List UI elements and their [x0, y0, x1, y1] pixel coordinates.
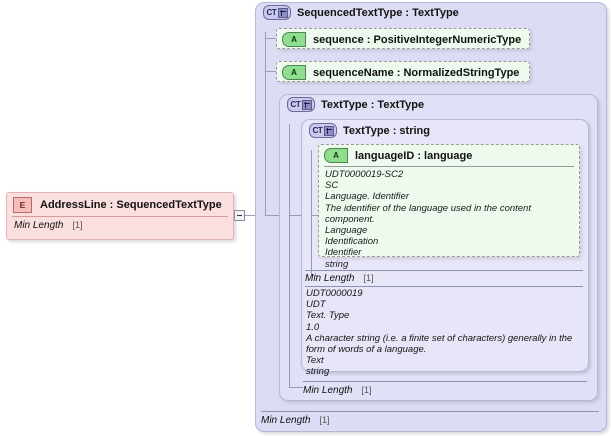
attribute-node-sequence[interactable]: A sequence : PositiveIntegerNumericType	[276, 28, 530, 49]
element-divider	[12, 216, 228, 217]
attribute-sequencename-header: A sequenceName : NormalizedStringType	[277, 62, 529, 82]
annotation-line: A character string (i.e. a finite set of…	[306, 332, 573, 356]
inner-facet-divider	[305, 270, 583, 271]
element-title: AddressLine : SequencedTextType	[40, 199, 222, 211]
connector-middle-branch-inner	[289, 215, 303, 216]
complex-type-texttype-texttype-header: CT TextType : TextType	[287, 97, 424, 112]
attribute-sequencename-title: sequenceName : NormalizedStringType	[313, 66, 520, 79]
expand-plus-icon[interactable]	[323, 125, 334, 136]
attribute-languageid-header: A languageID : language	[319, 145, 579, 165]
complex-type-sequencedtexttype-header: CT SequencedTextType : TextType	[263, 5, 459, 20]
complex-type-icon-label: CT	[312, 125, 323, 135]
attribute-node-languageid[interactable]: A languageID : language UDT0000019-SC2 S…	[318, 144, 580, 270]
connector-outer-branch-texttype	[265, 215, 279, 216]
inner-facet-label: Min Length	[305, 273, 355, 284]
element-icon-label: E	[19, 199, 26, 210]
complex-type-icon[interactable]: CT	[309, 123, 337, 138]
element-facet-cardinality: [1]	[72, 220, 83, 230]
middle-facet-cardinality: [1]	[361, 385, 372, 395]
inner-facet-cardinality: [1]	[363, 273, 374, 283]
annotation-line: The identifier of the language used in t…	[325, 202, 531, 225]
outer-facet-label: Min Length	[261, 415, 311, 426]
connector-inner-branch-facet	[311, 275, 318, 276]
attribute-sequence-title: sequence : PositiveIntegerNumericType	[313, 33, 522, 46]
attribute-icon-label: A	[333, 150, 339, 160]
inner-annotation-divider	[305, 286, 583, 287]
expand-plus-icon[interactable]	[301, 99, 312, 110]
attribute-sequence-header: A sequence : PositiveIntegerNumericType	[277, 29, 529, 49]
connector-middle-trunk	[289, 124, 290, 387]
connector-outer-branch-attr1	[265, 38, 276, 39]
annotation-line: Language	[325, 225, 368, 237]
outer-facet-minlength: Min Length [1]	[261, 415, 330, 426]
connector-outer-branch-attr2	[265, 71, 276, 72]
connector-outer-trunk	[265, 32, 266, 216]
annotation-line: string	[325, 258, 349, 270]
annotation-line: string	[306, 366, 330, 378]
annotation-line: UDT0000019-SC2	[325, 169, 404, 180]
element-node-addressline[interactable]: E AddressLine : SequencedTextType Min Le…	[6, 192, 234, 240]
annotation-line: SC	[325, 180, 339, 192]
connector-middle-branch-facet	[289, 387, 303, 388]
annotation-line: Identification	[325, 236, 379, 248]
connector-inner-trunk	[311, 150, 312, 275]
outer-facet-divider	[261, 411, 599, 412]
annotation-line: UDT0000019	[306, 288, 363, 299]
attribute-node-sequencename[interactable]: A sequenceName : NormalizedStringType	[276, 61, 530, 82]
annotation-line: UDT	[306, 299, 326, 311]
inner-facet-minlength: Min Length [1]	[305, 273, 374, 284]
element-icon: E	[13, 197, 32, 213]
complex-type-icon-label: CT	[266, 7, 277, 17]
attribute-languageid-title: languageID : language	[355, 149, 473, 162]
annotation-line: Language. Identifier	[325, 191, 409, 203]
annotation-line: Text. Type	[306, 310, 350, 322]
element-facet-minlength: Min Length [1]	[7, 220, 233, 235]
complex-type-icon[interactable]: CT	[287, 97, 315, 112]
inner-type-annotation: UDT0000019 UDT Text. Type 1.0 A characte…	[306, 288, 583, 378]
outer-facet-cardinality: [1]	[319, 415, 330, 425]
annotation-line: 1.0	[306, 321, 320, 333]
expand-collapse-toggle[interactable]	[234, 210, 245, 221]
middle-facet-minlength: Min Length [1]	[303, 385, 372, 396]
complex-type-texttype-string-title: TextType : string	[343, 124, 430, 137]
attribute-icon-label: A	[291, 34, 297, 44]
connector-inner-branch-attr	[311, 215, 318, 216]
element-facet-label: Min Length	[14, 220, 64, 231]
attribute-icon: A	[282, 65, 306, 80]
annotation-line: Text	[306, 355, 324, 367]
attribute-icon: A	[324, 148, 348, 163]
expand-plus-icon[interactable]	[277, 7, 288, 18]
element-header: E AddressLine : SequencedTextType	[7, 193, 233, 216]
attribute-icon-label: A	[291, 67, 297, 77]
attribute-languageid-divider	[324, 166, 574, 167]
complex-type-texttype-string-header: CT TextType : string	[309, 123, 430, 138]
complex-type-texttype-texttype-title: TextType : TextType	[321, 98, 425, 111]
complex-type-icon-label: CT	[290, 99, 301, 109]
attribute-languageid-annotation: UDT0000019-SC2 SC Language. Identifier T…	[319, 169, 579, 274]
middle-facet-divider	[303, 381, 587, 382]
complex-type-icon[interactable]: CT	[263, 5, 291, 20]
complex-type-sequencedtexttype-title: SequencedTextType : TextType	[297, 6, 459, 19]
attribute-icon: A	[282, 32, 306, 47]
annotation-line: Identifier	[325, 247, 362, 259]
middle-facet-label: Min Length	[303, 385, 353, 396]
